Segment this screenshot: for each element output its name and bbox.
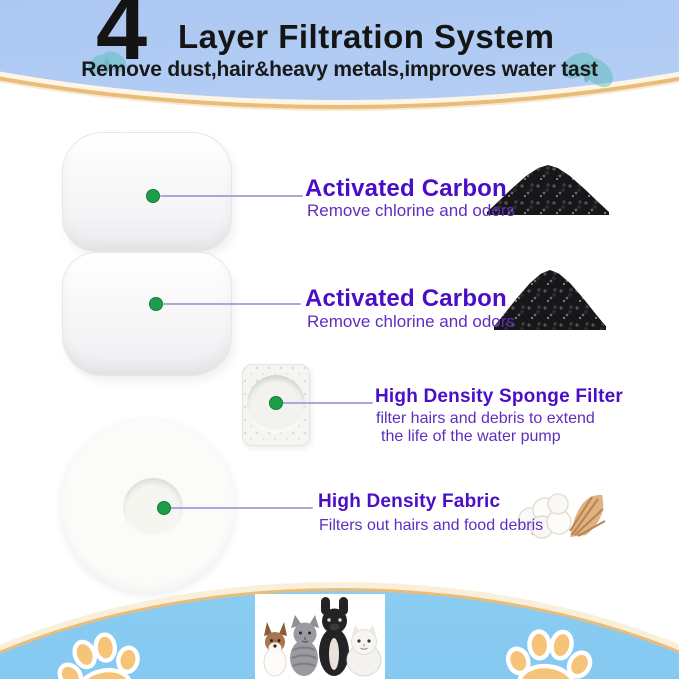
layer-2-description: Remove chlorine and odors — [307, 312, 515, 331]
butterfly-icon — [87, 51, 127, 75]
filter-cartridge-photo — [62, 130, 232, 376]
layer-2-heading: Activated Carbon — [305, 285, 507, 312]
page-title: Layer Filtration System — [178, 18, 555, 55]
layer-count: 4 — [96, 0, 147, 79]
layer-1-heading: Activated Carbon — [305, 175, 507, 202]
cartridge-bottom-pod — [62, 252, 232, 376]
fabric-disc-photo — [60, 417, 236, 593]
layer-3-description-line2: the life of the water pump — [381, 428, 561, 445]
callout-line-3 — [281, 402, 373, 404]
butterfly-icon — [561, 52, 613, 88]
layer-3-description-line1: filter hairs and debris to extend — [376, 410, 595, 427]
callout-line-1 — [160, 195, 303, 197]
callout-dot-1 — [146, 189, 160, 203]
header-background — [0, 0, 679, 100]
callout-line-4 — [170, 507, 313, 509]
layer-1-description: Remove chlorine and odors — [307, 201, 515, 220]
callout-dot-3 — [269, 396, 283, 410]
paw-print-icon — [57, 632, 140, 679]
pets-photo — [255, 594, 385, 679]
paw-print-icon — [505, 629, 593, 679]
page-subtitle: Remove dust,hair&heavy metals,improves w… — [81, 58, 598, 81]
layer-4-heading: High Density Fabric — [318, 491, 501, 512]
layer-4-description: Filters out hairs and food debris — [319, 517, 544, 534]
callout-dot-4 — [157, 501, 171, 515]
layer-3-heading: High Density Sponge Filter — [375, 386, 623, 407]
callout-dot-2 — [149, 297, 163, 311]
callout-line-2 — [163, 303, 301, 305]
cotton-bolls-icon — [518, 493, 606, 539]
